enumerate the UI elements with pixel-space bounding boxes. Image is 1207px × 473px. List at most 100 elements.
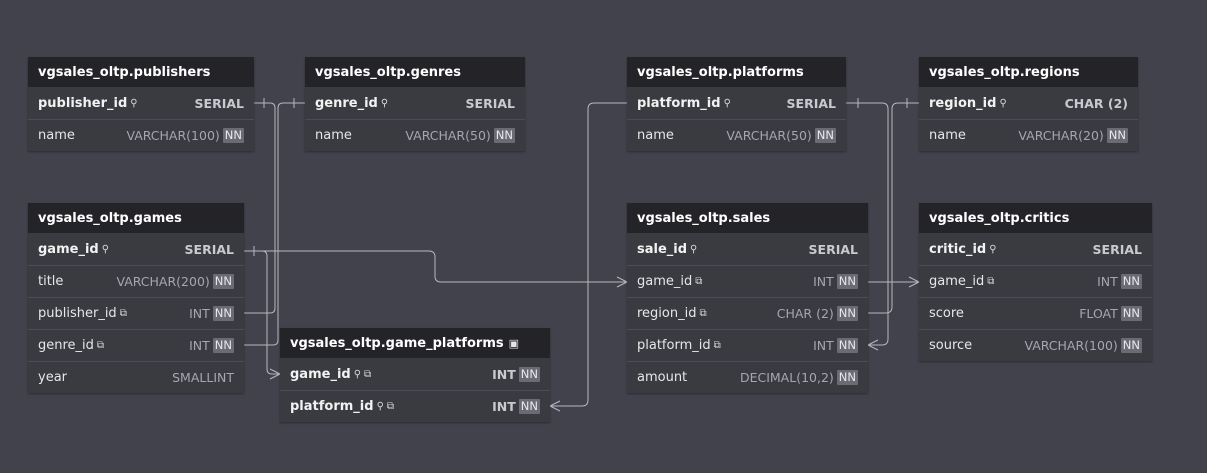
field-row-sale-id[interactable]: sale_id⚲SERIAL bbox=[627, 233, 868, 265]
not-null-badge: NN bbox=[518, 366, 540, 382]
not-null-badge: NN bbox=[836, 338, 858, 353]
crowfoot-mark bbox=[616, 276, 628, 288]
not-null-badge: NN bbox=[1106, 128, 1128, 143]
key-icon: ⚲ bbox=[690, 243, 698, 255]
field-row-game-id[interactable]: game_id⚲ SERIAL bbox=[28, 233, 244, 265]
field-row-publisher-id[interactable]: publisher_id⚲ SERIAL bbox=[28, 87, 254, 119]
field-type: FLOAT bbox=[1079, 306, 1118, 321]
table-header[interactable]: vgsales_oltp.critics bbox=[919, 203, 1152, 233]
connector-platform-gp bbox=[550, 102, 627, 407]
field-name: score bbox=[929, 306, 964, 321]
table-header[interactable]: vgsales_oltp.game_platforms ▣ bbox=[280, 328, 550, 358]
field-row-genre-id[interactable]: genre_id⚲SERIAL bbox=[305, 87, 525, 119]
link-icon: ⧉ bbox=[119, 308, 127, 319]
field-type: INT bbox=[1097, 274, 1118, 289]
table-title: vgsales_oltp.games bbox=[38, 210, 182, 226]
field-name: year bbox=[38, 370, 68, 385]
field-name: sale_id bbox=[637, 241, 688, 257]
key-icon: ⚲ bbox=[380, 97, 389, 109]
key-icon: ⚲ bbox=[999, 97, 1007, 109]
field-type: SERIAL bbox=[465, 95, 515, 111]
field-name: name bbox=[929, 128, 966, 143]
table-header[interactable]: vgsales_oltp.regions bbox=[919, 57, 1138, 87]
field-type: INT bbox=[189, 338, 210, 353]
field-type: SERIAL bbox=[184, 241, 234, 257]
field-type: SERIAL bbox=[1092, 241, 1142, 257]
table-title: vgsales_oltp.game_platforms bbox=[290, 335, 504, 351]
key-icon: ⚲ bbox=[101, 243, 110, 255]
connector-game-platforms-game bbox=[244, 250, 280, 375]
field-name: platform_id bbox=[637, 338, 711, 353]
field-name: platform_id bbox=[290, 399, 374, 414]
table-publishers[interactable]: vgsales_oltp.publishers publisher_id⚲ SERI… bbox=[28, 57, 254, 151]
table-header[interactable]: vgsales_oltp.genres bbox=[305, 57, 525, 87]
field-name: publisher_id bbox=[38, 95, 128, 111]
field-type: SERIAL bbox=[194, 95, 244, 111]
field-row-platform-id[interactable]: platform_id⚲SERIAL bbox=[627, 87, 846, 119]
field-name: amount bbox=[637, 370, 688, 385]
field-type: INT bbox=[492, 399, 516, 414]
field-row-critic-id[interactable]: critic_id⚲SERIAL bbox=[919, 233, 1152, 265]
not-null-badge: NN bbox=[1120, 274, 1142, 289]
field-name: publisher_id bbox=[38, 306, 117, 321]
table-title: vgsales_oltp.critics bbox=[929, 210, 1070, 226]
field-type: INT bbox=[492, 366, 516, 382]
field-name: game_id bbox=[38, 241, 99, 257]
field-type: SMALLINT bbox=[172, 370, 234, 385]
field-row-year[interactable]: year SMALLINT bbox=[28, 361, 244, 393]
field-type: VARCHAR(50) bbox=[405, 128, 491, 143]
key-icon: ⚲ bbox=[130, 97, 138, 109]
table-game-platforms[interactable]: vgsales_oltp.game_platforms▣game_id⚲⧉INT… bbox=[280, 328, 550, 422]
field-row-amount[interactable]: amount DECIMAL(10,2)NN bbox=[627, 361, 868, 393]
link-icon: ⧉ bbox=[364, 368, 372, 380]
field-name: region_id bbox=[637, 306, 697, 321]
field-type: DECIMAL(10,2) bbox=[739, 370, 834, 385]
crowfoot-mark bbox=[549, 400, 561, 412]
note-icon[interactable]: ▣ bbox=[508, 336, 520, 350]
not-null-badge: NN bbox=[212, 306, 234, 321]
table-header[interactable]: vgsales_oltp.games bbox=[28, 203, 244, 233]
not-null-badge: NN bbox=[836, 370, 858, 385]
not-null-badge: NN bbox=[518, 399, 540, 414]
not-null-badge: NN bbox=[836, 274, 858, 289]
field-row-region-id[interactable]: region_id⧉CHAR (2)NN bbox=[627, 297, 868, 329]
field-row-region-id[interactable]: region_id⚲CHAR (2) bbox=[919, 87, 1138, 119]
table-title: vgsales_oltp.publishers bbox=[38, 64, 211, 80]
field-name: platform_id bbox=[637, 95, 721, 111]
field-type: INT bbox=[813, 338, 834, 353]
key-icon: ⚲ bbox=[353, 368, 362, 380]
field-type: INT bbox=[813, 274, 834, 289]
table-header[interactable]: vgsales_oltp.sales bbox=[627, 203, 868, 233]
table-header[interactable]: vgsales_oltp.publishers bbox=[28, 57, 254, 87]
field-type: VARCHAR(50) bbox=[726, 128, 812, 143]
not-null-badge: NN bbox=[212, 274, 234, 289]
table-title: vgsales_oltp.regions bbox=[929, 64, 1080, 80]
table-title: vgsales_oltp.genres bbox=[315, 64, 461, 80]
not-null-badge: NN bbox=[222, 128, 244, 143]
table-header[interactable]: vgsales_oltp.platforms bbox=[627, 57, 846, 87]
crowfoot-mark bbox=[867, 339, 879, 351]
field-type: CHAR (2) bbox=[1064, 95, 1128, 111]
table-title: vgsales_oltp.sales bbox=[637, 210, 771, 226]
